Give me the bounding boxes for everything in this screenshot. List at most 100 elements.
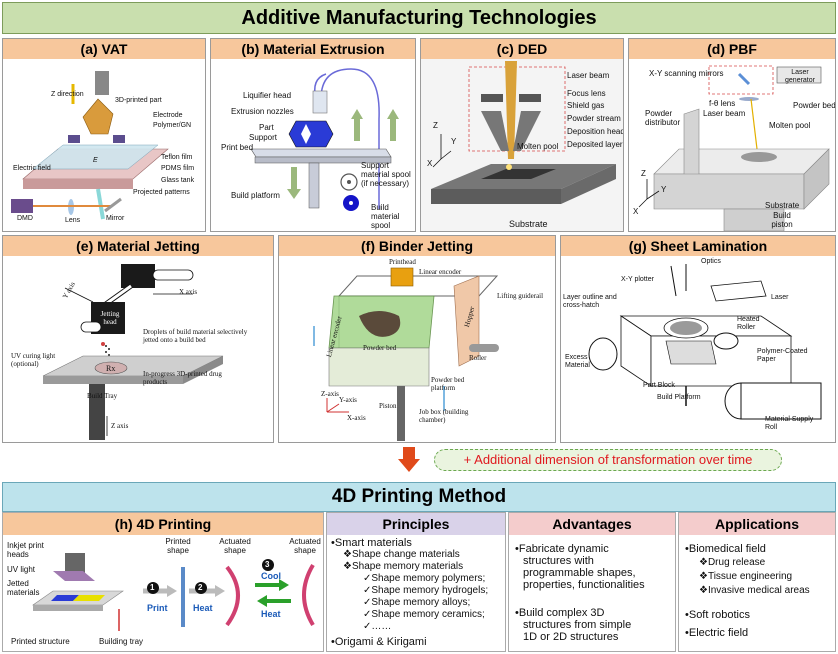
vat-label-zdir: Z direction: [51, 91, 84, 98]
extrusion-label-supportspool: Support material spool (if necessary): [361, 161, 411, 188]
ded-label-substrate: Substrate: [509, 219, 548, 229]
principles-item: ❖Shape memory materials: [343, 561, 464, 572]
sheet-label-paper: Polymer-Coated Paper: [757, 348, 808, 363]
transition-box: + Additional dimension of transformation…: [434, 449, 782, 471]
binder-illustration: [313, 267, 499, 441]
panel-vat-title: (a) VAT: [3, 39, 205, 59]
sheet-illustration: [588, 264, 822, 420]
advantages-item: 1D or 2D structures: [523, 631, 619, 643]
pbf-label-substrate: Substrate: [765, 201, 800, 210]
vat-illustration: [11, 71, 169, 220]
sheet-label-roller: Heated Roller: [737, 316, 760, 331]
binder-label-z: Z-axis: [321, 390, 339, 398]
vat-label-teflon: Teflon film: [161, 154, 193, 161]
4d-label-heat: Heat: [193, 603, 213, 613]
panel-jetting-title: (e) Material Jetting: [3, 236, 273, 256]
vat-label-mirror: Mirror: [106, 215, 125, 222]
4d-label-jetted: Jetted materials: [7, 579, 40, 597]
advantages-item: structures from simple: [523, 619, 632, 631]
applications-item: ❖Tissue engineering: [699, 571, 793, 582]
vat-label-part: 3D-printed part: [115, 97, 162, 104]
sheet-label-laser: Laser: [771, 294, 789, 301]
binder-label-y: Y-axis: [339, 396, 357, 404]
4d-label-tray: Building tray: [99, 637, 144, 646]
pbf-label-mirrors: X-Y scanning mirrors: [649, 69, 724, 78]
down-arrow-icon: [398, 447, 420, 472]
principles-item: ✓Shape memory ceramics;: [363, 609, 485, 620]
4d-label-printed-structure: Printed structure: [11, 637, 70, 646]
binder-label-printhead: Printhead: [389, 258, 416, 266]
4d-step2: 2: [198, 583, 203, 592]
4d-step3: 3: [265, 560, 270, 569]
4d-label-actuated2: Actuated shape: [289, 537, 321, 555]
panel-binder: (f) Binder Jetting Printhead Linear enco…: [278, 235, 556, 443]
vat-label-lens: Lens: [65, 217, 81, 224]
applications-item: •Electric field: [685, 627, 749, 639]
principles-item: ❖Shape change materials: [343, 549, 460, 560]
jetting-label-tray: Build Tray: [87, 392, 118, 400]
jetting-label-droplets: Droplets of build material selectively j…: [143, 328, 248, 344]
panel-vat: (a) VAT Z direction 3D-printed part Elec…: [2, 38, 206, 232]
jetting-label-zaxis: Z axis: [111, 422, 129, 430]
principles-title: Principles: [327, 513, 505, 535]
main-title-banner: Additive Manufacturing Technologies: [2, 2, 836, 34]
4d-label-printed-shape: Printed shape: [165, 537, 191, 555]
jetting-label-head: Jetting head: [100, 310, 120, 326]
panel-4d-printing: (h) 4D Printing Inkjet print heads UV li…: [2, 512, 324, 652]
main-title: Additive Manufacturing Technologies: [241, 7, 597, 29]
ded-label-lens: Focus lens: [567, 89, 606, 98]
ded-label-y: Y: [451, 137, 457, 146]
ded-label-head: Deposition head: [567, 127, 624, 136]
panel-pbf-title: (d) PBF: [629, 39, 835, 59]
sheet-label-supply: Material Supply Roll: [765, 416, 814, 431]
extrusion-illustration: [250, 68, 399, 211]
applications-item: ❖Invasive medical areas: [699, 585, 810, 596]
binder-label-guiderail: Lifting guiderail: [497, 292, 544, 300]
panel-binder-title: (f) Binder Jetting: [279, 236, 555, 256]
section2-banner: 4D Printing Method: [2, 482, 836, 512]
extrusion-label-buildspool: Build material spool: [371, 203, 400, 230]
binder-label-platform: Powder bed platform: [431, 376, 465, 392]
principles-item: ✓Shape memory polymers;: [363, 573, 486, 584]
ded-label-molten: Molten pool: [517, 142, 559, 151]
extrusion-label-part: Part: [259, 123, 274, 132]
principles-item: ✓Shape memory alloys;: [363, 597, 471, 608]
vat-label-electrode: Electrode: [153, 112, 183, 119]
ded-label-powder: Powder stream: [567, 114, 621, 123]
panel-4d-printing-title: (h) 4D Printing: [3, 513, 323, 535]
4d-label-heat2: Heat: [261, 609, 281, 619]
sheet-label-outline: Layer outline and cross-hatch: [563, 294, 617, 309]
ded-illustration: [421, 59, 623, 231]
vat-label-patterns: Projected patterns: [133, 189, 190, 196]
pbf-label-generator: Laser generator: [785, 69, 815, 84]
panel-principles: Principles •Smart materials ❖Shape chang…: [326, 512, 506, 652]
4d-label-uv: UV light: [7, 565, 36, 574]
4d-label-print: Print: [147, 603, 168, 613]
pbf-label-ftheta: f-θ lens: [709, 99, 736, 108]
pbf-label-beam: Laser beam: [703, 109, 746, 118]
ded-label-deposited: Deposited layer: [567, 140, 623, 149]
pbf-label-bed: Powder bed: [793, 101, 836, 110]
ded-label-gas: Shield gas: [567, 101, 605, 110]
section2-title: 4D Printing Method: [331, 486, 507, 507]
4d-label-inkjet: Inkjet print heads: [7, 541, 44, 559]
4d-step1: 1: [150, 583, 155, 592]
transition-text: + Additional dimension of transformation…: [463, 452, 753, 467]
sheet-label-block: Part Block: [643, 382, 675, 389]
binder-label-bed: Powder bed: [363, 344, 397, 352]
vat-label-dmd: DMD: [17, 215, 33, 222]
panel-extrusion: (b) Material Extrusion Liquifier head Ex…: [210, 38, 416, 232]
principles-item: •Origami & Kirigami: [331, 636, 427, 648]
vat-label-efield: Electric field: [13, 165, 51, 172]
vat-label-glasstank: Glass tank: [161, 177, 195, 184]
advantages-title: Advantages: [509, 513, 675, 535]
sheet-label-excess: Excess Material: [565, 354, 590, 369]
advantages-item: structures with: [523, 555, 594, 567]
panel-jetting: (e) Material Jetting X axis Y axis Jetti…: [2, 235, 274, 443]
vat-label-pdms: PDMS film: [161, 165, 195, 172]
ded-label-x: X: [427, 159, 433, 168]
pbf-label-y: Y: [661, 185, 667, 194]
ded-label-laser: Laser beam: [567, 71, 610, 80]
vat-label-e: E: [93, 157, 98, 164]
panel-ded: (c) DED Laser beam Focus lens Shield gas…: [420, 38, 624, 232]
